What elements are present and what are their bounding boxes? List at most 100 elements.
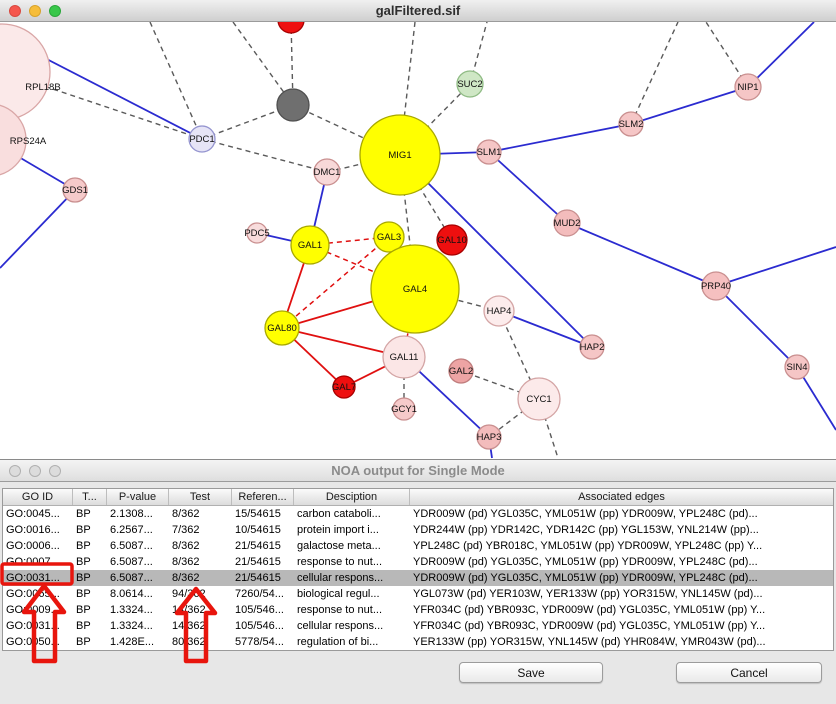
node-gds1[interactable] <box>62 177 88 203</box>
edge-rpl18b-pdc1[interactable] <box>1 71 203 140</box>
edge-offscreen-gray1[interactable] <box>232 22 294 106</box>
edge-slm1-slm2[interactable] <box>488 123 632 153</box>
zoom-button[interactable] <box>49 465 61 477</box>
edge-mig1-gal10[interactable] <box>399 154 453 241</box>
edge-slm2-offscreen[interactable] <box>630 22 679 125</box>
node-sin4[interactable] <box>784 354 810 380</box>
node-gal11[interactable] <box>382 335 426 379</box>
node-gal7[interactable] <box>332 375 356 399</box>
node-label-mig1: MIG1 <box>388 150 411 161</box>
cell-reference: 21/54615 <box>235 556 281 568</box>
column-header-t[interactable]: T... <box>73 489 107 505</box>
cell-p-value: 1.3324... <box>110 604 153 616</box>
edge-mig1-suc2[interactable] <box>399 83 471 156</box>
edge-hap4-hap2[interactable] <box>498 310 593 348</box>
cell-reference: 105/546... <box>235 620 284 632</box>
node-gcy1[interactable] <box>392 397 416 421</box>
edge-gray1-mig1[interactable] <box>292 104 401 156</box>
node-label-gal10: GAL10 <box>437 235 467 246</box>
node-cyc1[interactable] <box>517 377 561 421</box>
node-label-gds1: GDS1 <box>62 185 88 196</box>
node-prp40[interactable] <box>701 271 731 301</box>
node-gal80[interactable] <box>264 310 300 346</box>
cell-reference: 105/546... <box>235 604 284 616</box>
edge-gal3-gal80[interactable] <box>281 236 390 329</box>
network-graph[interactable]: RPL18BRPS24AGDS1PDC1DMC1MIG1SUC2SLM1SLM2… <box>0 22 836 459</box>
edge-mud2-prp40[interactable] <box>566 222 717 287</box>
cell-edges: YER133W (pp) YOR315W, YNL145W (pd) YHR08… <box>413 636 766 648</box>
zoom-button[interactable] <box>49 5 61 17</box>
cell-reference: 5778/54... <box>235 636 284 648</box>
cell-edges: YFR034C (pd) YBR093C, YDR009W (pd) YGL03… <box>413 620 766 632</box>
edge-pdc1-gray1[interactable] <box>201 104 294 140</box>
edge-pdc1-dmc1[interactable] <box>201 138 328 173</box>
edge-prp40-offscreen[interactable] <box>715 246 836 287</box>
node-label-slm1: SLM1 <box>477 147 502 158</box>
cell-description: response to nut... <box>297 604 382 616</box>
node-gal2[interactable] <box>448 358 474 384</box>
column-header-test[interactable]: Test <box>169 489 232 505</box>
node-label-hap3: HAP3 <box>477 432 502 443</box>
edge-prp40-sin4[interactable] <box>715 285 798 368</box>
edge-slm1-mud2[interactable] <box>488 151 568 224</box>
node-nip1[interactable] <box>734 73 762 101</box>
cell-type: BP <box>76 540 91 552</box>
node-rps24a[interactable] <box>0 104 27 176</box>
node-label-dmc1: DMC1 <box>314 167 341 178</box>
node-suc2[interactable] <box>456 70 484 98</box>
column-header-associated-edges[interactable]: Associated edges <box>578 491 665 503</box>
node-hap2[interactable] <box>579 334 605 360</box>
node-gal1[interactable] <box>290 225 330 265</box>
node-hap3[interactable] <box>476 424 502 450</box>
cancel-button[interactable]: Cancel <box>676 662 822 683</box>
node-gal10[interactable] <box>436 224 468 256</box>
node-gray1[interactable] <box>276 88 310 122</box>
column-header-referen[interactable]: Referen... <box>232 489 294 505</box>
cell-type: BP <box>76 588 91 600</box>
node-pdc5[interactable] <box>246 222 268 244</box>
node-mud2[interactable] <box>553 209 581 237</box>
edge-mig1-hap2[interactable] <box>399 154 593 348</box>
node-hap4[interactable] <box>483 295 515 327</box>
cell-type: BP <box>76 524 91 536</box>
node-dmc1[interactable] <box>313 158 341 186</box>
save-button[interactable]: Save <box>459 662 603 683</box>
cell-description: protein import i... <box>297 524 379 536</box>
close-button[interactable] <box>9 5 21 17</box>
cell-description: cellular respons... <box>297 620 384 632</box>
column-header-p-value[interactable]: P-value <box>107 489 169 505</box>
node-redtop[interactable] <box>277 22 305 34</box>
edge-nip1-offscreen[interactable] <box>747 22 815 88</box>
minimize-button[interactable] <box>29 5 41 17</box>
node-slm1[interactable] <box>476 139 502 165</box>
edge-offscreen-pdc1[interactable] <box>149 22 203 140</box>
node-gal3[interactable] <box>373 221 405 253</box>
cell-type: BP <box>76 604 91 616</box>
minimize-button[interactable] <box>29 465 41 477</box>
column-header-desciption[interactable]: Desciption <box>294 489 410 505</box>
edge-gds1-offscreen[interactable] <box>0 189 76 269</box>
column-header-go-id[interactable]: GO ID <box>3 489 73 505</box>
node-pdc1[interactable] <box>188 125 216 153</box>
node-rpl18b[interactable] <box>0 23 51 121</box>
cell-go-id: GO:0006... <box>6 540 60 552</box>
node-mig1[interactable] <box>359 114 441 196</box>
node-slm2[interactable] <box>618 111 644 137</box>
edge-hap4-cyc1[interactable] <box>498 310 540 400</box>
cell-go-id: GO:0065... <box>6 588 60 600</box>
cell-test: 8/362 <box>172 508 200 520</box>
node-gal4[interactable] <box>370 244 460 334</box>
close-button[interactable] <box>9 465 21 477</box>
edge-slm2-nip1[interactable] <box>630 86 749 125</box>
